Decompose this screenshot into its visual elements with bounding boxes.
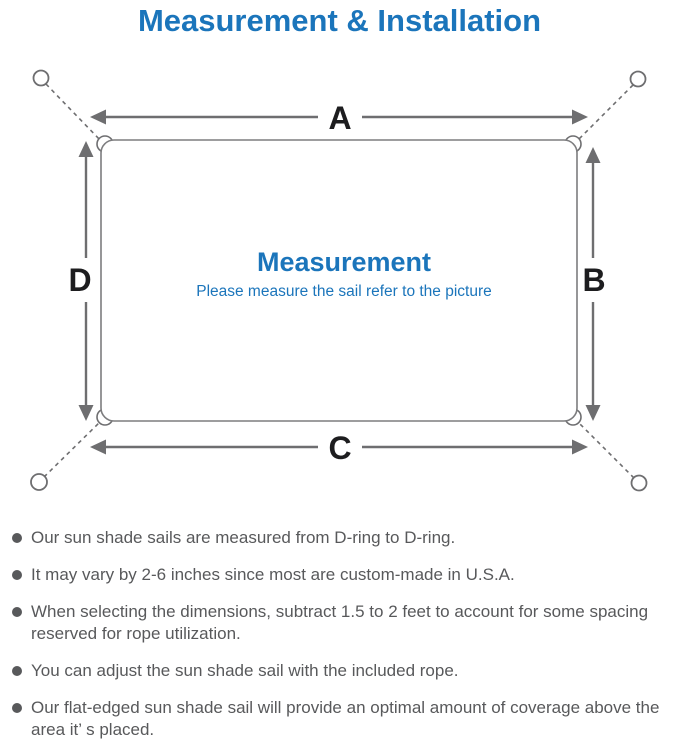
- note-item: You can adjust the sun shade sail with t…: [12, 660, 668, 682]
- rope-line-bottom-left: [43, 418, 104, 478]
- rope-line-top-left: [45, 83, 103, 143]
- bullet-icon: [12, 570, 22, 580]
- rope-line-bottom-right: [574, 418, 635, 479]
- note-item: Our flat-edged sun shade sail will provi…: [12, 697, 668, 739]
- diagram-center-title: Measurement: [257, 247, 431, 277]
- note-item: When selecting the dimensions, subtract …: [12, 601, 668, 645]
- anchor-circle-bottom-left: [30, 473, 48, 491]
- sail-measurement-diagram: A B C D Measurement Please measure the s…: [30, 69, 648, 492]
- note-text: You can adjust the sun shade sail with t…: [31, 661, 459, 680]
- dimension-arrow-c: [90, 439, 588, 455]
- anchor-circle-top-left: [32, 69, 50, 87]
- anchor-circle-bottom-right: [630, 474, 648, 492]
- dimension-arrow-b: [585, 147, 601, 421]
- note-item: It may vary by 2-6 inches since most are…: [12, 564, 668, 586]
- page-title: Measurement & Installation: [137, 3, 542, 38]
- dimension-label-c: C: [328, 430, 351, 466]
- dimension-arrow-a: [90, 109, 588, 125]
- dimension-arrow-d: [78, 141, 94, 421]
- dimension-label-a: A: [328, 100, 351, 136]
- bullet-icon: [12, 703, 22, 713]
- anchor-points: [30, 69, 648, 492]
- corner-rope-lines: [43, 83, 635, 479]
- dimension-label-d: D: [68, 262, 91, 298]
- note-text: It may vary by 2-6 inches since most are…: [31, 565, 515, 584]
- bullet-icon: [12, 607, 22, 617]
- rope-line-top-right: [575, 84, 634, 143]
- sail-outline: [100, 139, 578, 422]
- note-text: Our sun shade sails are measured from D-…: [31, 528, 456, 547]
- bullet-icon: [12, 533, 22, 543]
- anchor-circle-top-right: [629, 70, 647, 88]
- bullet-icon: [12, 666, 22, 676]
- dimension-label-b: B: [582, 262, 605, 298]
- measurement-notes-list: Our sun shade sails are measured from D-…: [12, 527, 668, 739]
- note-text: When selecting the dimensions, subtract …: [31, 602, 649, 643]
- note-item: Our sun shade sails are measured from D-…: [12, 527, 668, 549]
- diagram-center-subtitle: Please measure the sail refer to the pic…: [196, 283, 492, 300]
- note-text: Our flat-edged sun shade sail will provi…: [31, 698, 660, 739]
